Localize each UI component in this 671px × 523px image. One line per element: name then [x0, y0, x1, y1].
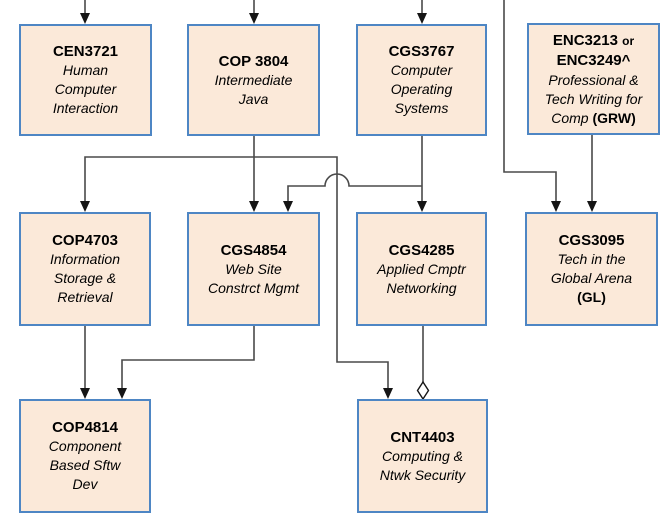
- course-title-line: Networking: [386, 279, 457, 296]
- arrowhead: [249, 13, 259, 24]
- course-title-line: Tech Writing for: [544, 90, 643, 107]
- course-title-line: Information: [49, 251, 121, 267]
- node-cop4814: COP4814 Component Based Sftw Dev: [19, 399, 151, 513]
- arrowhead: [551, 201, 561, 212]
- course-title-line: Computer: [54, 81, 117, 97]
- course-title-line: Ntwk Security: [379, 466, 466, 483]
- node-cen3721: CEN3721 Human Computer Interaction: [19, 24, 152, 136]
- course-title-line: Storage &: [53, 270, 117, 286]
- node-cgs3767: CGS3767 Computer Operating Systems: [356, 24, 487, 136]
- course-code: CGS4285: [388, 241, 455, 259]
- arrowhead: [383, 388, 393, 399]
- course-code-option2: ENC3249^: [556, 51, 631, 69]
- arrowhead: [417, 201, 427, 212]
- edge-top-to-cgs3095: [503, 0, 557, 201]
- node-cgs3095: CGS3095 Tech in the Global Arena (GL): [525, 212, 658, 326]
- arrowhead: [80, 388, 90, 399]
- edge-cgs3767-to-cgs4854-hop: [287, 173, 422, 201]
- node-cop3804: COP 3804 Intermediate Java: [187, 24, 320, 136]
- course-title-line: Interaction: [52, 100, 119, 116]
- edge-cgs4854-to-cop4814: [121, 325, 255, 388]
- grw-tag: (GRW): [592, 109, 636, 126]
- course-code: COP4814: [52, 419, 118, 436]
- course-title-line: Comp (GRW): [551, 109, 636, 126]
- arrowhead: [80, 13, 90, 24]
- node-cnt4403: CNT4403 Computing & Ntwk Security: [357, 399, 488, 513]
- course-code: CGS4854: [220, 241, 287, 259]
- course-code: ENC3213 or: [553, 31, 634, 51]
- course-code: COP 3804: [218, 52, 289, 70]
- course-code: CGS3767: [388, 43, 455, 60]
- course-code: CGS3095: [558, 232, 625, 249]
- course-title-line: Applied Cmptr: [377, 260, 466, 277]
- course-title-line: Computing &: [382, 447, 463, 464]
- or-label: or: [622, 33, 635, 48]
- edge-cop3804-branch-cop4703-cnt4403: [84, 156, 389, 388]
- arrowhead: [417, 13, 427, 24]
- node-cgs4854: CGS4854 Web Site Constrct Mgmt: [187, 212, 320, 326]
- arrowhead: [80, 201, 90, 212]
- gl-tag: (GL): [577, 289, 606, 305]
- node-cop4703: COP4703 Information Storage & Retrieval: [19, 212, 151, 326]
- course-title-line: Professional &: [548, 71, 639, 88]
- course-title-line: Human: [62, 62, 109, 78]
- course-title-line: Tech in the: [557, 251, 626, 267]
- arrowhead: [283, 201, 293, 212]
- course-title-line: Operating: [390, 81, 453, 97]
- course-title-line: Constrct Mgmt: [207, 279, 299, 296]
- course-title-line: Web Site: [225, 260, 282, 277]
- course-title-line: Dev: [72, 476, 98, 492]
- arrowhead: [117, 388, 127, 399]
- node-enc3213-enc3249: ENC3213 or ENC3249^ Professional & Tech …: [527, 23, 660, 135]
- node-cgs4285: CGS4285 Applied Cmptr Networking: [356, 212, 487, 326]
- course-code: CNT4403: [390, 428, 455, 446]
- course-title-line: Retrieval: [57, 289, 113, 305]
- course-code: CEN3721: [52, 43, 119, 60]
- arrowhead: [587, 201, 597, 212]
- arrowhead: [249, 201, 259, 212]
- course-title-line: Based Sftw: [49, 457, 121, 473]
- course-title-line: Systems: [394, 100, 449, 116]
- course-title-line: Intermediate: [214, 71, 293, 88]
- course-code: COP4703: [52, 232, 118, 249]
- course-title-line: Global Arena: [550, 270, 633, 286]
- course-title-line: Java: [238, 90, 269, 107]
- course-title-line: Computer: [390, 62, 453, 78]
- course-code-option1: ENC3213: [552, 31, 618, 49]
- open-diamond: [416, 380, 430, 401]
- course-title-line: Component: [48, 438, 122, 454]
